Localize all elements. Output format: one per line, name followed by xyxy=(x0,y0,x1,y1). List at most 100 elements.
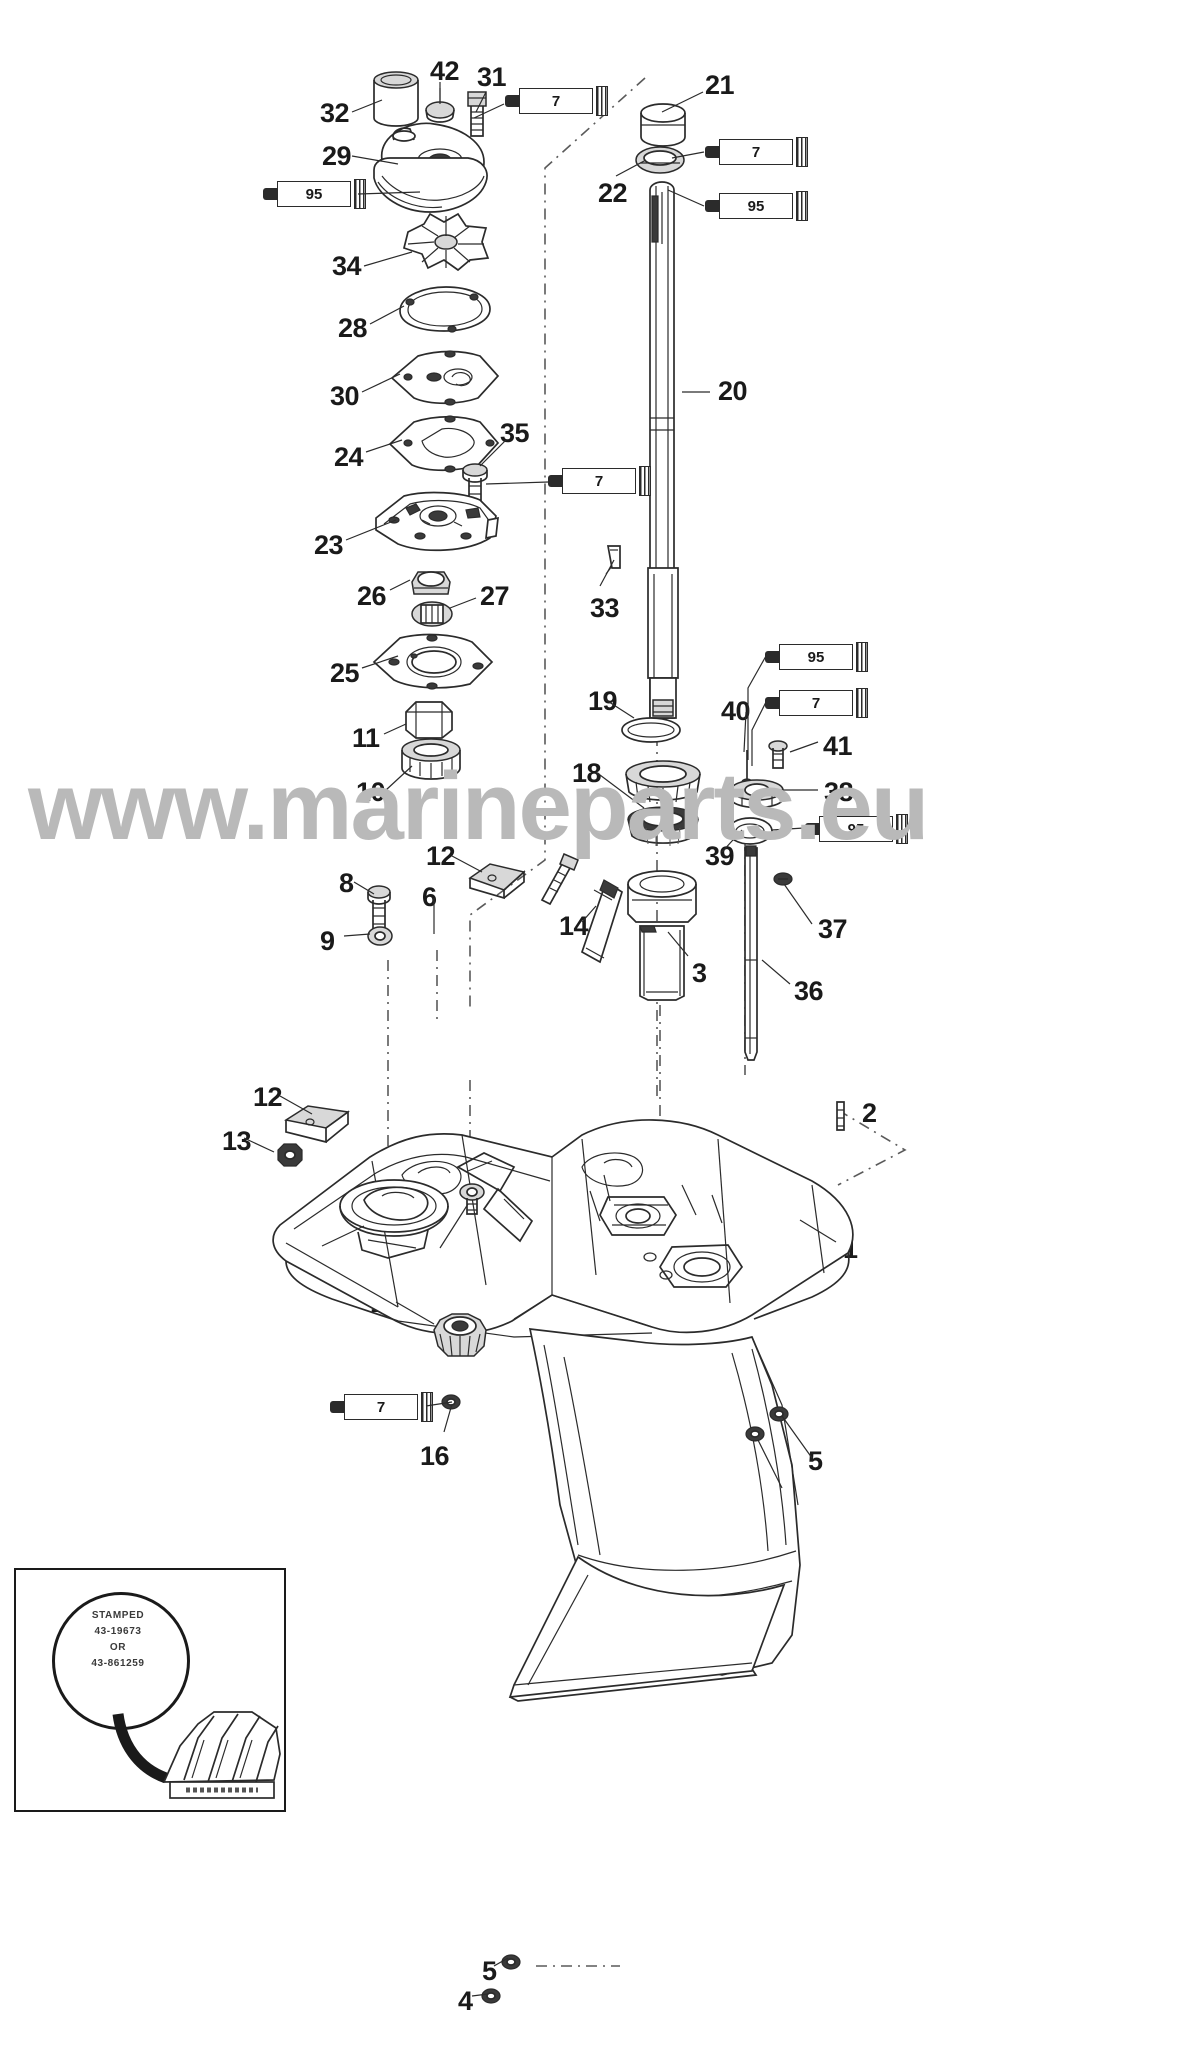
part-6-bolt xyxy=(536,852,586,908)
callout-number-26: 26 xyxy=(357,581,387,611)
callout-number-29: 29 xyxy=(322,141,352,171)
part-3-bearing-carrier xyxy=(626,870,698,1001)
tube-body xyxy=(277,181,351,207)
part-4-nut-bottom xyxy=(480,1986,504,2006)
tube-body xyxy=(779,690,853,716)
part-11-retaining-nut xyxy=(400,700,458,740)
callout-number-33: 33 xyxy=(590,593,620,623)
tube-crimp-end xyxy=(796,137,808,167)
tube-crimp-end xyxy=(856,688,868,718)
callout-number-19: 19 xyxy=(588,686,618,716)
callout-number-20: 20 xyxy=(718,376,748,406)
tube-label: 7 xyxy=(811,694,821,712)
magnifier-stem xyxy=(112,1710,202,1790)
part-2-stud xyxy=(830,1100,850,1136)
callout-number-4: 4 xyxy=(458,1986,473,2016)
magnifier-text: STAMPED 43-19673 OR 43-861259 xyxy=(52,1608,184,1672)
callout-number-41: 41 xyxy=(823,731,853,761)
callout-number-35: 35 xyxy=(500,418,530,448)
stamp-line-3: 43-861259 xyxy=(91,1658,145,1669)
callout-number-25: 25 xyxy=(330,658,360,688)
tube-nozzle-icon xyxy=(548,475,564,487)
part-30-face-plate xyxy=(388,350,502,406)
part-37-pin xyxy=(772,870,796,888)
tube-body xyxy=(719,193,793,219)
tube-label: 7 xyxy=(594,472,604,490)
part-36-shift-shaft xyxy=(738,842,764,1064)
part-32-water-tube-seal xyxy=(370,70,430,134)
lubricant-tube-7: 7 xyxy=(505,86,608,118)
tube-nozzle-icon xyxy=(505,95,521,107)
callout-number-6: 6 xyxy=(422,882,437,912)
lubricant-tube-7: 7 xyxy=(330,1392,433,1424)
callout-number-30: 30 xyxy=(330,381,360,411)
lubricant-tube-7: 7 xyxy=(705,137,808,169)
tube-nozzle-icon xyxy=(705,200,721,212)
callout-number-23: 23 xyxy=(314,530,344,560)
part-34-impeller xyxy=(400,212,496,272)
callout-number-11: 11 xyxy=(352,723,380,753)
tube-body xyxy=(719,139,793,165)
part-27-bearing xyxy=(410,600,454,628)
callout-number-42: 42 xyxy=(430,56,460,86)
tube-label: 7 xyxy=(751,143,761,161)
callout-number-32: 32 xyxy=(320,98,350,128)
part-15-pinion-gear xyxy=(426,1310,492,1368)
part-22-driveshaft-seal xyxy=(634,145,686,175)
stamp-line-2: OR xyxy=(109,1642,127,1653)
callout-number-22: 22 xyxy=(598,178,628,208)
part-14-anode xyxy=(578,878,640,970)
part-21-coupler xyxy=(638,103,692,153)
tube-label: 7 xyxy=(376,1398,386,1416)
part-4-nut-right xyxy=(744,1424,768,1444)
callout-number-12: 12 xyxy=(426,841,456,871)
part-9-washer xyxy=(366,925,394,947)
part-26-seal xyxy=(408,568,454,600)
lubricant-tube-7: 7 xyxy=(548,466,651,498)
callout-number-13: 13 xyxy=(222,1126,252,1156)
part-25-adapter-plate xyxy=(370,632,496,690)
callout-number-27: 27 xyxy=(480,581,510,611)
tube-crimp-end xyxy=(596,86,608,116)
callout-number-34: 34 xyxy=(332,251,362,281)
tube-nozzle-icon xyxy=(263,188,279,200)
tube-nozzle-icon xyxy=(765,697,781,709)
callout-number-21: 21 xyxy=(705,70,735,100)
callout-number-31: 31 xyxy=(477,62,507,92)
part-24-gasket xyxy=(386,415,502,473)
tube-nozzle-icon xyxy=(330,1401,346,1413)
tube-label: 95 xyxy=(305,185,323,203)
callout-number-24: 24 xyxy=(334,442,364,472)
part-18-bearing-upper xyxy=(624,760,702,812)
callout-number-16: 16 xyxy=(420,1441,450,1471)
tube-body xyxy=(819,816,893,842)
callout-number-5: 5 xyxy=(482,1956,497,1986)
part-10-bearing xyxy=(400,738,462,784)
part-28-gasket xyxy=(392,285,498,333)
callout-number-14: 14 xyxy=(559,911,589,941)
tube-body xyxy=(519,88,593,114)
part-19-o-ring xyxy=(620,715,682,745)
callout-number-39: 39 xyxy=(705,841,735,871)
part-18-bearing-lower xyxy=(626,806,700,854)
tube-body xyxy=(779,644,853,670)
tube-label: 95 xyxy=(747,197,765,215)
callout-number-9: 9 xyxy=(320,926,335,956)
callout-number-36: 36 xyxy=(794,976,824,1006)
tube-nozzle-icon xyxy=(805,823,821,835)
magnifier-circle xyxy=(52,1592,190,1730)
part-12-plate-upper xyxy=(466,862,528,902)
lubricant-tube-7: 7 xyxy=(765,688,868,720)
stamp-line-1: 43-19673 xyxy=(94,1626,142,1637)
part-38-retainer xyxy=(728,778,786,814)
tube-body xyxy=(344,1394,418,1420)
callout-number-2: 2 xyxy=(862,1098,877,1128)
part-7-drain-plug-assembly xyxy=(336,1178,456,1262)
tube-label: 95 xyxy=(847,820,865,838)
lubricant-tube-95: 95 xyxy=(805,814,908,846)
callout-number-12: 12 xyxy=(253,1082,283,1112)
lubricant-tube-95: 95 xyxy=(705,191,808,223)
skeg-detail-drawing xyxy=(156,1698,286,1806)
